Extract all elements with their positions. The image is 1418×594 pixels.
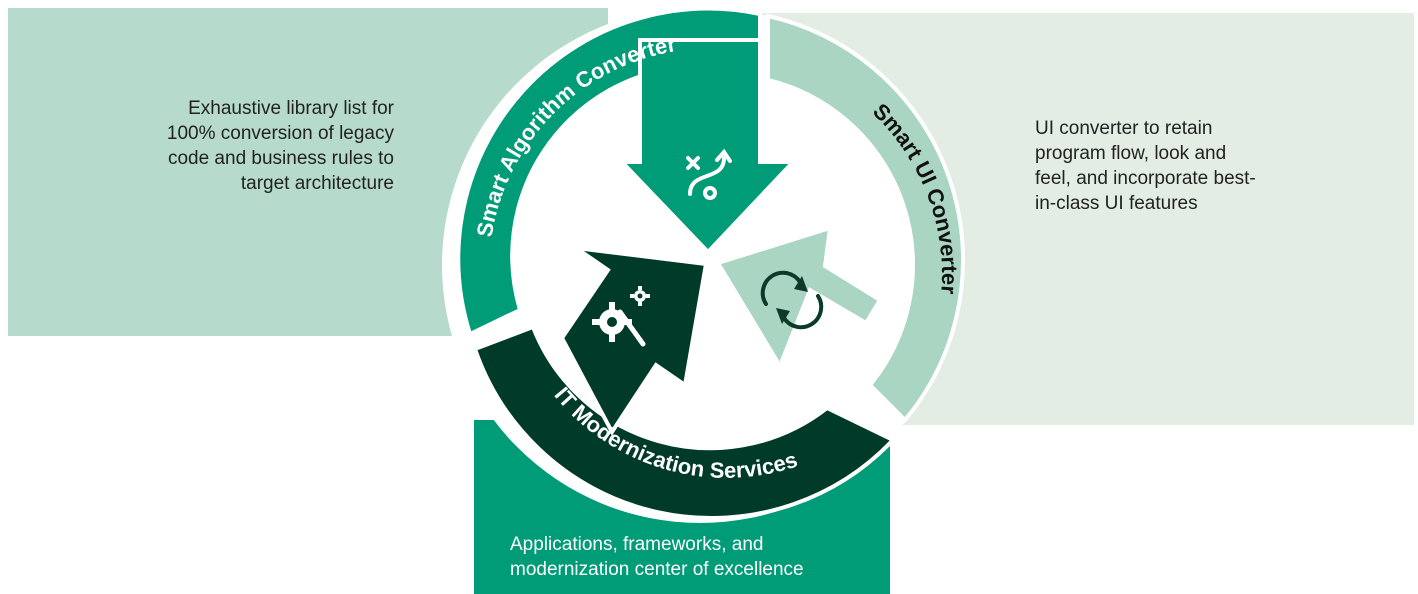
ui-converter-description: UI converter to retain program flow, loo… bbox=[1035, 118, 1256, 214]
arrow-smart-algorithm-converter bbox=[617, 38, 798, 255]
modernization-description: Applications, frameworks, and modernizat… bbox=[510, 534, 804, 580]
algorithm-description: Exhaustive library list for 100% convers… bbox=[166, 98, 394, 194]
arrow-smart-ui-converter bbox=[714, 225, 883, 371]
gears-wrench-icon bbox=[592, 286, 650, 347]
arrow-it-modernization-services bbox=[559, 246, 709, 436]
segment-smart-algorithm-converter bbox=[456, 6, 762, 337]
strategy-icon bbox=[686, 148, 732, 200]
segment-smart-ui-converter bbox=[766, 13, 965, 423]
refresh-icon bbox=[760, 270, 824, 330]
